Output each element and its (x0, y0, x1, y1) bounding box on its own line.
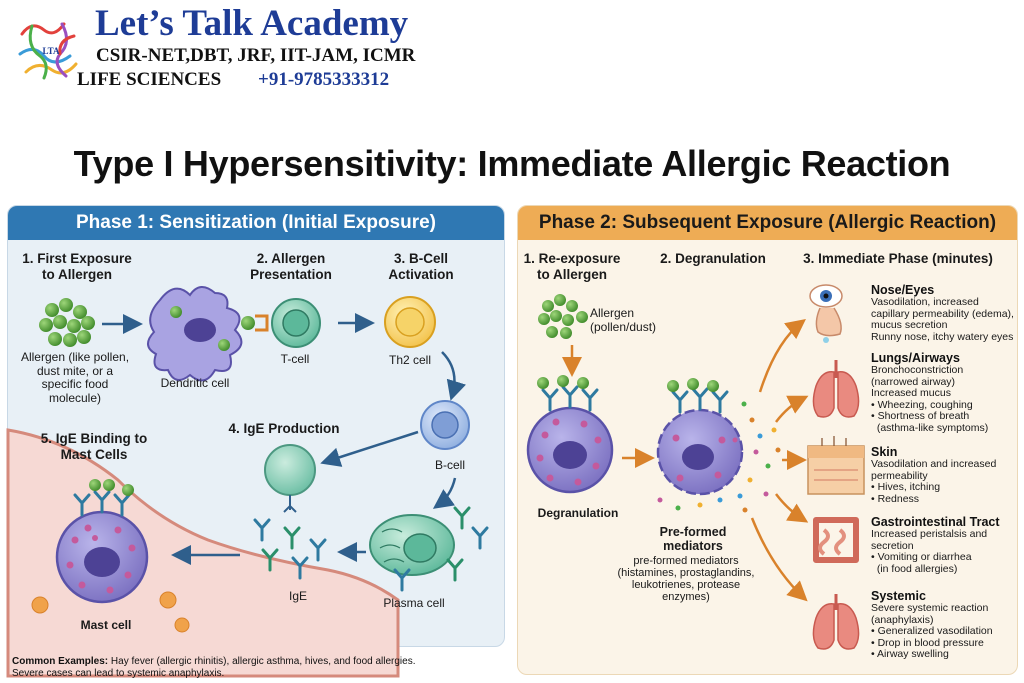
skin-icon (807, 436, 865, 495)
b-cell-label: B-cell (434, 458, 465, 472)
effect-line: • Shortness of breath (871, 410, 970, 422)
degranulation-label: Degranulation (537, 506, 619, 520)
effect-line: (in food allergies) (871, 562, 958, 575)
effect-title: Lungs/Airways (871, 351, 960, 365)
mast-cell-label: Mast cell (80, 618, 132, 632)
academy-logo: LTA (18, 22, 78, 80)
effect-line: • Redness (871, 492, 920, 505)
mediators-text: pre-formed mediators (histamines, prosta… (617, 555, 755, 603)
effect-line: (asthma-like symptoms) (871, 421, 989, 434)
effect-line: • Drop in blood pressure (871, 636, 984, 649)
footer-text-1: Hay fever (allergic rhinitis), allergic … (110, 656, 416, 667)
plasma-cell (369, 514, 455, 576)
effect-line: (narrowed airway) (871, 375, 956, 388)
svg-text:LTA: LTA (42, 46, 60, 56)
effect-line: • Wheezing, coughing (871, 398, 973, 411)
ige-label: IgE (288, 589, 307, 603)
systemic-lungs-icon (812, 594, 860, 650)
ige-producing-cell (264, 444, 316, 513)
effect-line: • Hives, itching (871, 481, 941, 493)
phase1-heading: Phase 1: Sensitization (Initial Exposure… (8, 206, 504, 240)
effect-line: Increased mucus (871, 387, 951, 399)
page-title: Type I Hypersensitivity: Immediate Aller… (73, 143, 951, 184)
phase1-step-2: 2. Allergen Presentation (250, 251, 332, 282)
effect-title: Gastrointestinal Tract (871, 515, 1000, 529)
effect-title: Skin (871, 445, 898, 459)
brand-exams: CSIR-NET,DBT, JRF, IIT-JAM, ICMR (96, 45, 416, 66)
dendritic-cell-label: Dendritic cell (160, 376, 230, 390)
gi-tract-icon (813, 517, 859, 563)
lungs-icon (812, 360, 860, 418)
footer-text-2: Severe cases can lead to systemic anaphy… (12, 668, 225, 679)
degranulating-mast-cell (656, 378, 744, 496)
allergen-2-label: Allergen (pollen/dust) (590, 306, 657, 334)
released-mediators (657, 401, 781, 513)
effect-line: capillary permeability (edema), (871, 307, 1014, 320)
allergen-label: Allergen (like pollen, dust mite, or a s… (20, 350, 130, 405)
mast-cell-2 (526, 375, 614, 494)
t-cell (271, 298, 321, 348)
effect-line: Increased peristalsis and (871, 528, 988, 540)
plasma-cell-label: Plasma cell (383, 596, 445, 610)
phase2-heading: Phase 2: Subsequent Exposure (Allergic R… (518, 206, 1017, 240)
nose-eye-icon (809, 284, 843, 343)
phase2-step-3: 3. Immediate Phase (minutes) (803, 251, 993, 266)
effect-line: secretion (871, 539, 914, 552)
t-cell-label: T-cell (280, 352, 310, 366)
mast-cell-1 (55, 479, 149, 604)
phase1-step-4: 4. IgE Production (228, 421, 340, 436)
effect-line: permeability (871, 469, 928, 482)
effect-line: Vasodilation, increased (871, 296, 979, 308)
brand-name: Let’s Talk Academy (95, 3, 409, 44)
effect-line: • Vomiting or diarrhea (871, 551, 972, 563)
brand-subject: LIFE SCIENCES (77, 69, 222, 90)
phase1-step-1: 1. First Exposure to Allergen (22, 251, 132, 282)
effect-line: Vasodilation and increased (871, 458, 997, 470)
effect-title: Nose/Eyes (871, 283, 935, 297)
mediators-title: Pre-formed mediators (659, 525, 727, 553)
effect-line: Runny nose, itchy watery eyes (871, 330, 1014, 343)
phase1-step-5: 5. IgE Binding to Mast Cells (40, 431, 148, 462)
effect-line: (anaphylaxis) (871, 613, 934, 626)
footer-note: Common Examples: Hay fever (allergic rhi… (12, 656, 416, 680)
phase2-step-1: 1. Re-exposure to Allergen (523, 251, 621, 282)
footer-label: Common Examples: (12, 656, 109, 667)
phase1-step-3: 3. B-Cell Activation (388, 251, 454, 282)
tissue-region (6, 428, 400, 678)
effect-line: • Airway swelling (871, 648, 949, 660)
th2-cell (384, 296, 436, 348)
allergen-cluster-2 (538, 294, 588, 339)
effect-line: Severe systemic reaction (871, 602, 989, 614)
dendritic-cell (147, 286, 255, 382)
brand-phone: +91-9785333312 (258, 69, 390, 90)
allergen-cluster-1 (39, 298, 95, 347)
effect-line: mucus secretion (871, 319, 948, 331)
effect-line: Bronchoconstriction (871, 364, 964, 376)
effect-title: Systemic (871, 589, 926, 603)
ige-antibodies (253, 506, 489, 592)
phase2-step-2: 2. Degranulation (660, 251, 766, 266)
effect-line: • Generalized vasodilation (871, 625, 993, 637)
b-cell (420, 400, 470, 450)
th2-cell-label: Th2 cell (388, 353, 432, 367)
